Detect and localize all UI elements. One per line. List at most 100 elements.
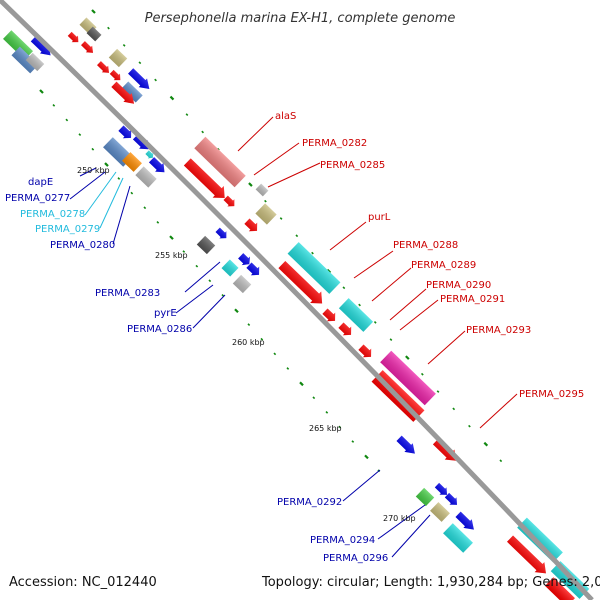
gene-box-shade-52 — [545, 577, 575, 600]
gene-feature-44[interactable] — [430, 502, 450, 522]
gene-label-PERMA_0289[interactable]: PERMA_0289 — [411, 260, 476, 271]
gene-label-PERMA_0279[interactable]: PERMA_0279 — [35, 224, 100, 235]
gene-feature-43[interactable] — [415, 487, 435, 507]
gene-label-PERMA_0294[interactable]: PERMA_0294 — [310, 535, 375, 546]
gene-feature-25[interactable] — [255, 203, 277, 225]
gene-feature-10[interactable] — [121, 81, 143, 103]
gene-label-PERMA_0293[interactable]: PERMA_0293 — [466, 325, 531, 336]
inner-track-tick-2 — [65, 118, 69, 122]
gene-label-alaS[interactable]: alaS — [275, 111, 296, 122]
outer-track-tick-16 — [342, 286, 346, 290]
gene-feature-41[interactable] — [431, 436, 461, 466]
gene-label-PERMA_0290[interactable]: PERMA_0290 — [426, 280, 491, 291]
gene-feature-23[interactable] — [222, 194, 238, 210]
gene-feature-19[interactable] — [135, 166, 157, 188]
outer-track-tick-25 — [483, 441, 489, 447]
gene-feature-22[interactable] — [182, 156, 231, 204]
gene-box-shade-35 — [338, 298, 374, 332]
gene-feature-3[interactable] — [25, 52, 45, 72]
gene-feature-35[interactable] — [338, 298, 374, 332]
gene-label-PERMA_0291[interactable]: PERMA_0291 — [440, 294, 505, 305]
gene-feature-5[interactable] — [86, 26, 102, 42]
inner-track-tick-16 — [247, 323, 251, 327]
gene-feature-7[interactable] — [80, 40, 96, 56]
gene-feature-24[interactable] — [255, 183, 269, 197]
gene-arrow-shade-37 — [338, 322, 352, 336]
gene-feature-6[interactable] — [67, 31, 82, 46]
gene-feature-9[interactable] — [126, 67, 153, 94]
outer-track-tick-5 — [169, 95, 175, 101]
gene-label-PERMA_0280[interactable]: PERMA_0280 — [50, 240, 115, 251]
inner-track-tick-12 — [195, 264, 199, 268]
outer-track-tick-19 — [389, 338, 393, 342]
gene-feature-15[interactable] — [131, 132, 152, 153]
gene-feature-47[interactable] — [454, 510, 478, 534]
gene-feature-20[interactable] — [144, 149, 155, 160]
gene-arrow-shade-31 — [246, 262, 260, 276]
gene-label-PERMA_0277[interactable]: PERMA_0277 — [5, 193, 70, 204]
inner-track-tick-1 — [52, 104, 56, 107]
inner-track-tick-15 — [234, 308, 239, 314]
gene-label-pyrE[interactable]: pyrE — [154, 308, 177, 319]
gene-label-PERMA_0282[interactable]: PERMA_0282 — [302, 138, 367, 149]
gene-feature-13[interactable] — [110, 80, 138, 108]
gene-feature-30[interactable] — [221, 259, 239, 277]
gene-arrow-shade-41 — [432, 438, 457, 461]
gene-feature-26[interactable] — [243, 217, 261, 235]
gene-feature-46[interactable] — [443, 492, 460, 509]
gene-label-PERMA_0286[interactable]: PERMA_0286 — [127, 324, 192, 335]
gene-feature-29[interactable] — [237, 252, 254, 269]
gene-feature-2[interactable] — [29, 34, 55, 59]
gene-arrow-shade-46 — [444, 492, 458, 505]
gene-label-PERMA_0288[interactable]: PERMA_0288 — [393, 240, 458, 251]
gene-arrow-shade-23 — [223, 195, 235, 207]
gene-feature-16[interactable] — [147, 155, 168, 176]
gene-arrow-shade-13 — [111, 81, 135, 104]
gene-feature-36[interactable] — [321, 307, 339, 325]
gene-label-PERMA_0296[interactable]: PERMA_0296 — [323, 553, 388, 564]
gene-feature-1[interactable] — [11, 46, 39, 74]
gene-box-shade-27 — [196, 235, 216, 255]
gene-label-dapE[interactable]: dapE — [28, 177, 53, 188]
inner-track-tick-23 — [338, 425, 342, 429]
gene-feature-38[interactable] — [357, 343, 375, 361]
gene-feature-52[interactable] — [545, 577, 575, 600]
gene-feature-42[interactable] — [395, 434, 419, 458]
outer-track-tick-15 — [326, 268, 332, 274]
callout-line-3 — [99, 177, 124, 229]
callout-line-17 — [389, 288, 427, 321]
gene-feature-27[interactable] — [196, 235, 216, 255]
gene-feature-18[interactable] — [122, 152, 142, 172]
gene-label-PERMA_0278[interactable]: PERMA_0278 — [20, 209, 85, 220]
callout-line-1 — [69, 171, 106, 200]
inner-track-tick-17 — [260, 337, 264, 341]
gene-feature-49[interactable] — [517, 517, 563, 563]
gene-feature-34[interactable] — [276, 259, 327, 309]
gene-feature-28[interactable] — [214, 226, 230, 242]
gene-feature-12[interactable] — [109, 69, 124, 84]
gene-feature-37[interactable] — [337, 321, 355, 339]
inner-track-tick-10 — [169, 235, 174, 240]
gene-label-purL[interactable]: purL — [368, 212, 391, 223]
gene-label-PERMA_0285[interactable]: PERMA_0285 — [320, 160, 385, 171]
gene-arrow-shade-45 — [434, 482, 448, 495]
gene-feature-32[interactable] — [232, 274, 252, 294]
gene-feature-50[interactable] — [505, 534, 551, 579]
gene-label-PERMA_0295[interactable]: PERMA_0295 — [519, 389, 584, 400]
outer-track-tick-18 — [373, 320, 377, 324]
callout-line-20 — [479, 393, 518, 429]
gene-arrow-shade-22 — [183, 158, 225, 199]
gene-feature-11[interactable] — [96, 60, 112, 76]
gene-feature-8[interactable] — [108, 48, 128, 68]
gene-feature-21[interactable] — [194, 136, 246, 188]
gene-label-PERMA_0283[interactable]: PERMA_0283 — [95, 288, 160, 299]
gene-feature-14[interactable] — [117, 124, 135, 142]
outer-track-tick-10 — [248, 182, 253, 187]
gene-label-PERMA_0292[interactable]: PERMA_0292 — [277, 497, 342, 508]
gene-feature-31[interactable] — [245, 261, 263, 279]
gene-feature-45[interactable] — [433, 482, 450, 499]
gene-feature-33[interactable] — [287, 242, 341, 294]
gene-feature-39[interactable] — [380, 350, 436, 406]
gene-feature-48[interactable] — [443, 523, 473, 553]
